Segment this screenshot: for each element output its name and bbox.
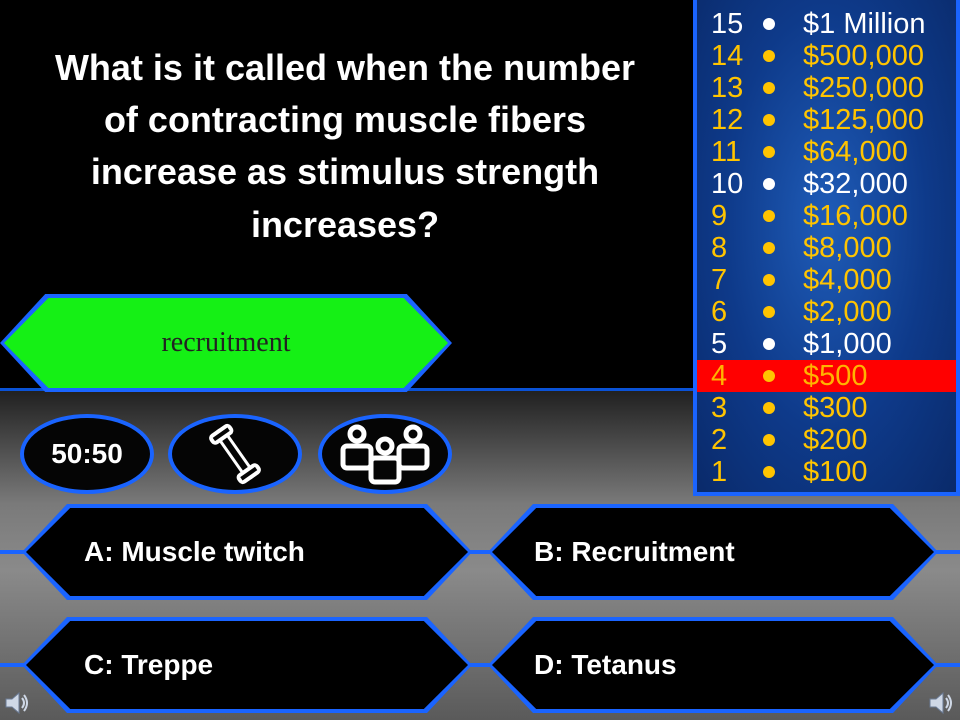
lifeline-fifty-fifty[interactable]: 50:50 — [20, 414, 154, 494]
ladder-level-number: 3 — [711, 392, 728, 424]
ladder-dot-icon — [763, 50, 775, 62]
ladder-rung: 8 $8,000 — [697, 232, 956, 264]
ladder-amount: $200 — [803, 424, 868, 456]
revealed-answer-box: recruitment — [0, 294, 452, 392]
ladder-amount: $16,000 — [803, 200, 908, 232]
ladder-dot-icon — [763, 146, 775, 158]
lifeline-ask-the-audience[interactable] — [318, 414, 452, 494]
ladder-amount: $32,000 — [803, 168, 908, 200]
ladder-amount: $100 — [803, 456, 868, 488]
answer-option-d[interactable]: D: Tetanus — [488, 617, 938, 713]
ladder-amount: $2,000 — [803, 296, 892, 328]
question-text: What is it called when the number of con… — [54, 47, 636, 245]
fifty-fifty-label: 50:50 — [51, 438, 123, 469]
ladder-amount: $500 — [803, 360, 868, 392]
lifeline-phone-a-friend[interactable] — [168, 414, 302, 494]
ladder-level-number: 5 — [711, 328, 728, 360]
answer-option-c[interactable]: C: Treppe — [22, 617, 472, 713]
phone-icon — [209, 423, 261, 485]
ladder-rung: 13 $250,000 — [697, 72, 956, 104]
ladder-amount: $8,000 — [803, 232, 892, 264]
ladder-level-number: 9 — [711, 200, 728, 232]
answer-connector-line — [0, 663, 960, 667]
ladder-dot-icon — [763, 306, 775, 318]
ladder-amount: $4,000 — [803, 264, 892, 296]
ladder-level-number: 15 — [711, 8, 744, 40]
audience-icon — [340, 424, 430, 485]
ladder-rung: 7 $4,000 — [697, 264, 956, 296]
ladder-rung: 14 $500,000 — [697, 40, 956, 72]
ladder-dot-icon — [763, 338, 775, 350]
ladder-level-number: 2 — [711, 424, 728, 456]
ladder-dot-icon — [763, 274, 775, 286]
answer-option-b[interactable]: B: Recruitment — [488, 504, 938, 600]
ladder-rung: 9 $16,000 — [697, 200, 956, 232]
answer-connector-line — [0, 550, 960, 554]
ladder-level-number: 12 — [711, 104, 744, 136]
ladder-level-number: 8 — [711, 232, 728, 264]
ladder-dot-icon — [763, 210, 775, 222]
ladder-dot-icon — [763, 114, 775, 126]
ladder-dot-icon — [763, 178, 775, 190]
ladder-dot-icon — [763, 434, 775, 446]
ladder-rung-current: 4 $500 — [697, 360, 956, 392]
ladder-amount: $1,000 — [803, 328, 892, 360]
ladder-amount: $500,000 — [803, 40, 924, 72]
panel-divider — [0, 388, 960, 391]
ladder-amount: $300 — [803, 392, 868, 424]
ladder-dot-icon — [763, 370, 775, 382]
ladder-dot-icon — [763, 242, 775, 254]
speaker-icon[interactable] — [928, 690, 954, 716]
ladder-rung: 6 $2,000 — [697, 296, 956, 328]
ladder-rung: 5 $1,000 — [697, 328, 956, 360]
ladder-dot-icon — [763, 18, 775, 30]
ladder-rung: 11 $64,000 — [697, 136, 956, 168]
ladder-amount: $125,000 — [803, 104, 924, 136]
ladder-rung: 10 $32,000 — [697, 168, 956, 200]
answer-option-a[interactable]: A: Muscle twitch — [22, 504, 472, 600]
ladder-level-number: 14 — [711, 40, 744, 72]
ladder-amount: $64,000 — [803, 136, 908, 168]
ladder-level-number: 4 — [711, 360, 728, 392]
answer-d-label: D: Tetanus — [534, 649, 677, 680]
ladder-rung: 1 $100 — [697, 456, 956, 488]
ladder-level-number: 7 — [711, 264, 728, 296]
ladder-level-number: 1 — [711, 456, 728, 488]
answer-a-label: A: Muscle twitch — [84, 536, 305, 567]
ladder-dot-icon — [763, 82, 775, 94]
ladder-amount: $250,000 — [803, 72, 924, 104]
ladder-rung: 12 $125,000 — [697, 104, 956, 136]
ladder-rung: 15 $1 Million — [697, 8, 956, 40]
ladder-rung: 3 $300 — [697, 392, 956, 424]
ladder-level-number: 13 — [711, 72, 744, 104]
ladder-level-number: 6 — [711, 296, 728, 328]
revealed-answer-label: recruitment — [161, 327, 291, 358]
ladder-dot-icon — [763, 402, 775, 414]
ladder-dot-icon — [763, 466, 775, 478]
answer-c-label: C: Treppe — [84, 649, 214, 680]
ladder-level-number: 10 — [711, 168, 744, 200]
answer-b-label: B: Recruitment — [534, 536, 735, 567]
ladder-rung: 2 $200 — [697, 424, 956, 456]
speaker-icon[interactable] — [4, 690, 30, 716]
ladder-amount: $1 Million — [803, 8, 926, 40]
ladder-level-number: 11 — [711, 136, 742, 168]
